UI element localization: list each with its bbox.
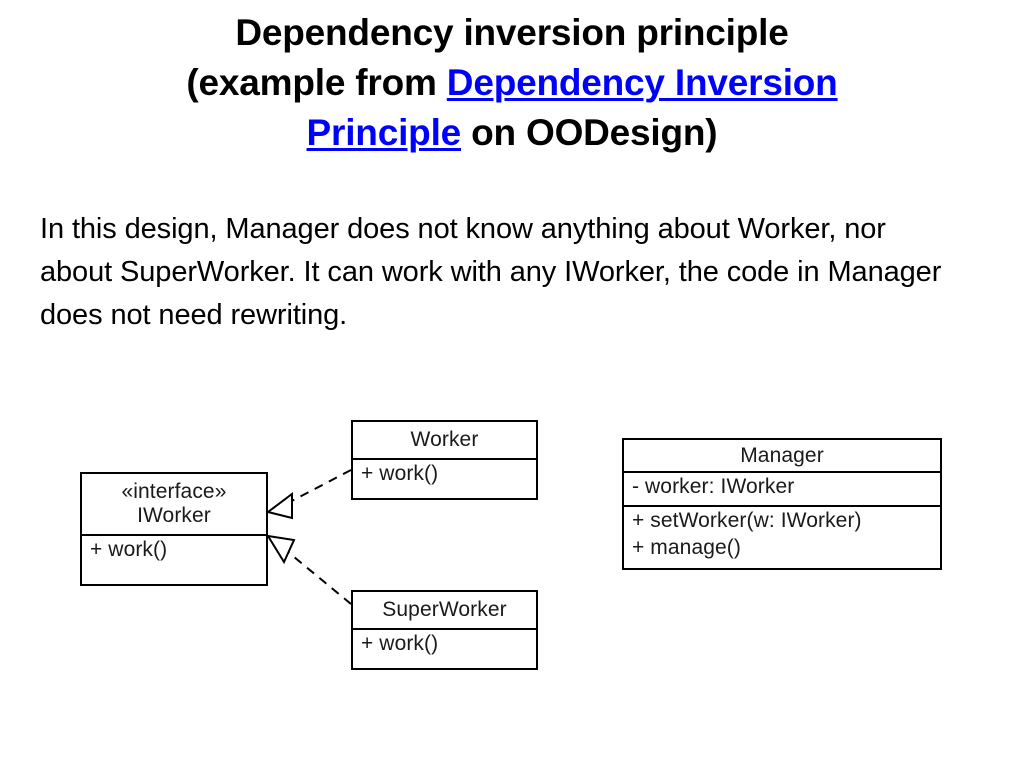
title-line-2-prefix: (example from [186, 62, 447, 103]
uml-method: + manage() [632, 536, 741, 559]
uml-class-worker-header: Worker [353, 422, 536, 460]
uml-class-manager-name: Manager [740, 443, 824, 467]
title-line-3-suffix: on OODesign) [461, 112, 718, 153]
uml-method: + setWorker(w: IWorker) [632, 509, 862, 532]
uml-class-iworker-header: «interface» IWorker [82, 474, 266, 536]
uml-method: + work() [90, 538, 168, 561]
uml-class-manager-methods: + setWorker(w: IWorker) + manage() [624, 507, 940, 568]
uml-class-superworker-name: SuperWorker [382, 598, 507, 621]
uml-class-manager-attributes: - worker: IWorker [624, 473, 940, 507]
uml-class-worker[interactable]: Worker + work() [351, 420, 538, 500]
realization-arrowhead-superworker [266, 534, 296, 565]
uml-class-worker-name: Worker [410, 428, 479, 451]
uml-class-superworker-header: SuperWorker [353, 592, 536, 630]
realization-line-superworker [287, 551, 352, 605]
uml-method: + work() [361, 632, 439, 655]
body-paragraph: In this design, Manager does not know an… [40, 213, 942, 331]
uml-class-iworker-methods: + work() [82, 536, 266, 584]
uml-class-manager-header: Manager [624, 440, 940, 473]
uml-attribute: - worker: IWorker [632, 475, 795, 498]
page-title: Dependency inversion principle (example … [0, 8, 1024, 158]
uml-class-worker-methods: + work() [353, 460, 536, 498]
uml-class-iworker-name: IWorker [137, 504, 211, 527]
uml-method: + work() [361, 462, 439, 485]
oodesign-link-part2[interactable]: Principle [306, 112, 462, 153]
uml-class-superworker[interactable]: SuperWorker + work() [351, 590, 538, 670]
title-line-1: Dependency inversion principle [235, 12, 789, 53]
oodesign-link-part1[interactable]: Dependency Inversion [446, 62, 838, 103]
uml-class-superworker-methods: + work() [353, 630, 536, 668]
uml-class-iworker[interactable]: «interface» IWorker + work() [80, 472, 268, 586]
realization-arrowhead-worker [265, 492, 293, 520]
realization-line-worker [285, 469, 352, 505]
uml-class-manager[interactable]: Manager - worker: IWorker + setWorker(w:… [622, 438, 942, 570]
uml-class-iworker-stereotype: «interface» [121, 480, 227, 503]
